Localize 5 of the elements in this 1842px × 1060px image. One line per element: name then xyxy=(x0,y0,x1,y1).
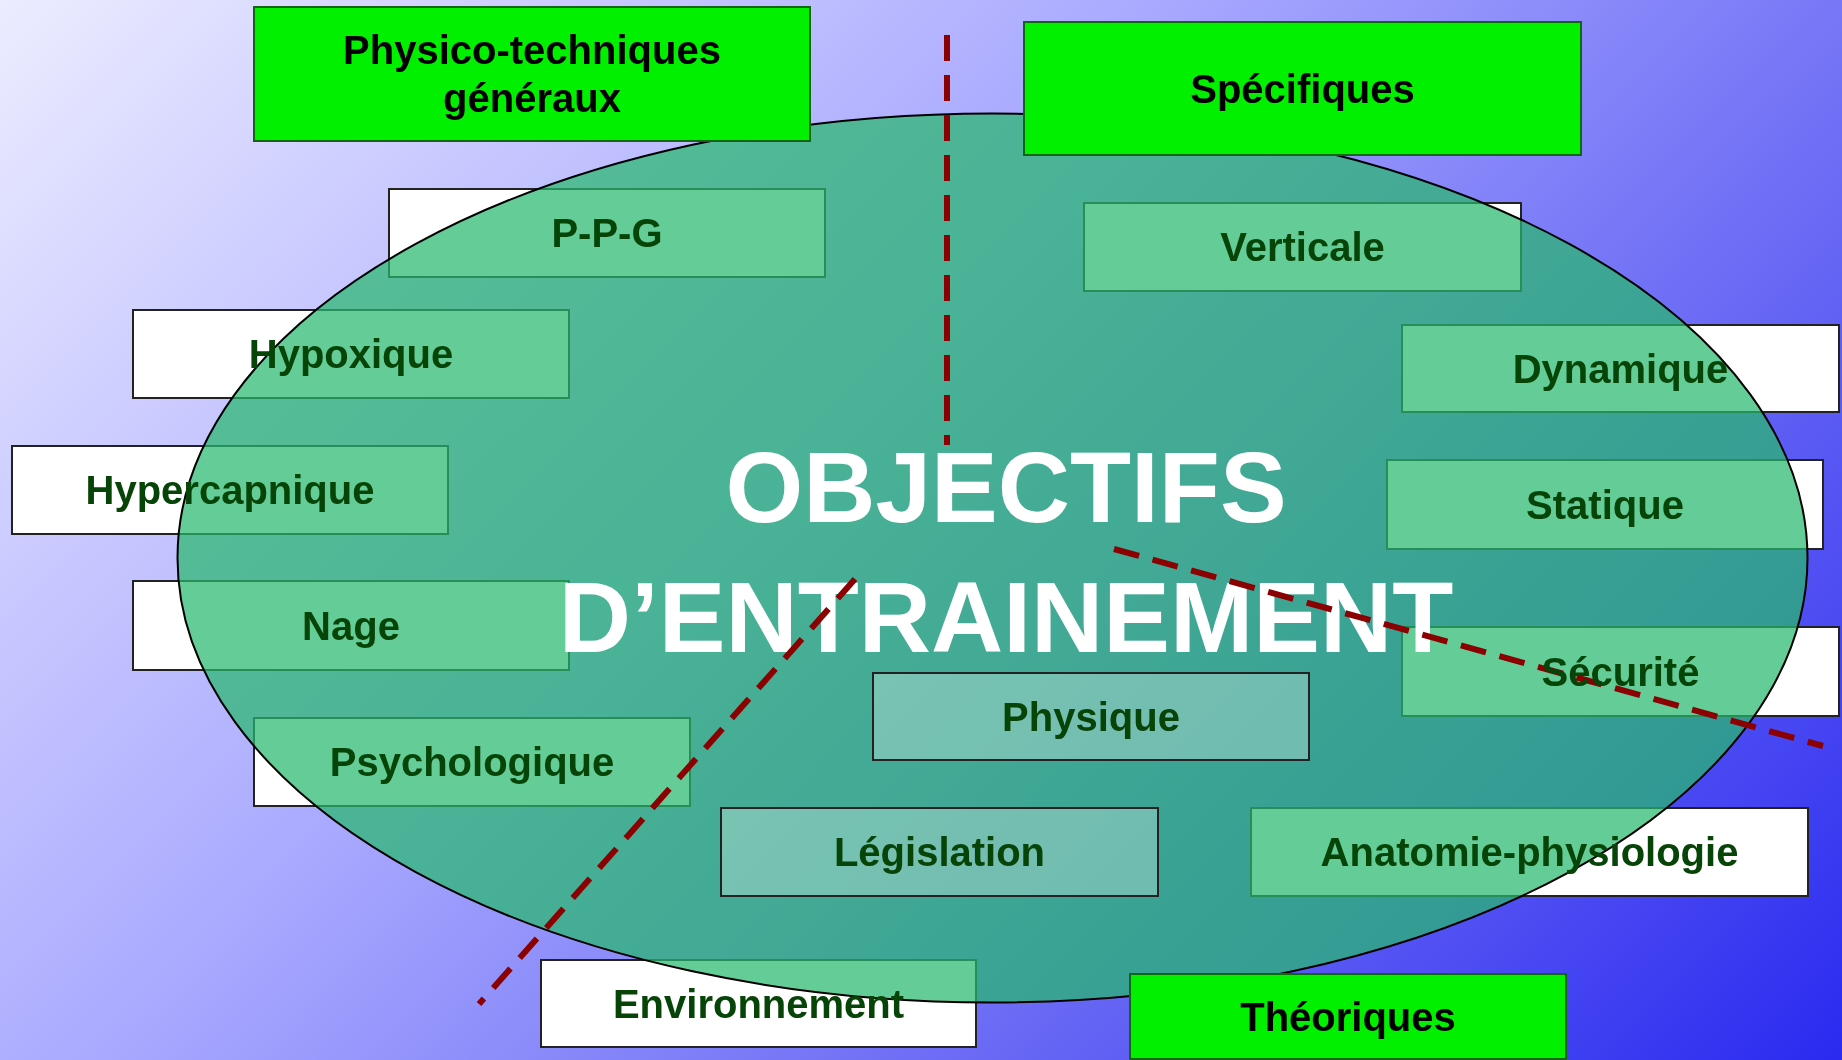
category-box: Spécifiques xyxy=(1023,21,1582,156)
topic-box: Physique xyxy=(872,672,1310,761)
category-box: Physico-techniques généraux xyxy=(253,6,811,142)
topic-box: Législation xyxy=(720,807,1159,897)
category-box: Théoriques xyxy=(1129,973,1567,1060)
